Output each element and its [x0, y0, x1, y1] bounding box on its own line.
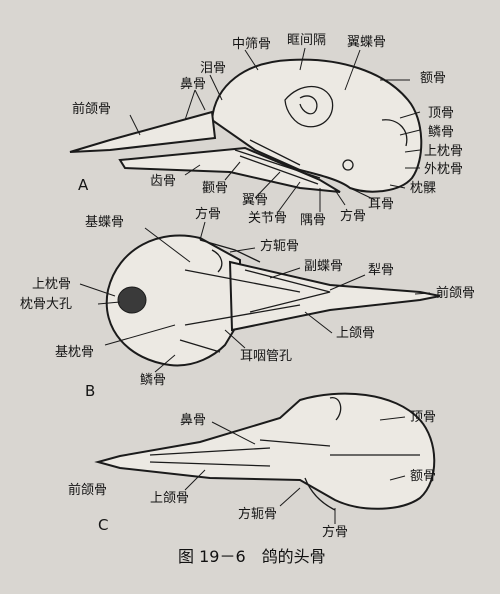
tag-b: B: [85, 382, 95, 400]
label-b-zhengudakong: 枕骨大孔: [20, 297, 72, 312]
label-a-qianhegu: 前颌骨: [72, 101, 111, 117]
label-a-bigu: 鼻骨: [180, 76, 206, 92]
label-c-dinggu: 顶骨: [410, 410, 436, 425]
label-b-qianhegu: 前颌骨: [436, 285, 475, 301]
label-a-gegu: 隅骨: [300, 213, 326, 228]
label-a-yidiegu: 翼蝶骨: [347, 35, 386, 50]
label-a-zhongshai: 中筛骨: [232, 37, 271, 52]
label-a-waizhengu: 外枕骨: [424, 162, 463, 177]
label-c-bigu: 鼻骨: [180, 412, 206, 428]
label-b-eryanguankong: 耳咽管孔: [240, 349, 292, 364]
label-a-kuangjiange: 眶间隔: [287, 33, 326, 48]
label-b-lingu: 鳞骨: [140, 373, 166, 388]
label-b-fanggu: 方骨: [195, 206, 221, 222]
label-c-qianhegu: 前颌骨: [68, 482, 107, 498]
leader-lines: [79, 47, 431, 524]
label-a-zhenke: 枕髁: [410, 181, 436, 196]
label-b-jidiegu: 基蝶骨: [85, 215, 124, 230]
label-a-leigu: 泪骨: [200, 61, 226, 76]
label-b-shanghegu: 上颌骨: [336, 326, 375, 341]
skull-view-b: [105, 234, 441, 367]
label-a-chigu: 齿骨: [150, 174, 176, 189]
skull-view-a: [69, 58, 423, 193]
label-a-erkgu: 耳骨: [368, 197, 394, 212]
label-a-lingu: 鳞骨: [428, 125, 454, 140]
label-c-fangqugu: 方轭骨: [238, 506, 277, 522]
tag-c: C: [98, 516, 108, 534]
label-b-jizhengu: 基枕骨: [55, 345, 94, 360]
label-b-ligu: 犁骨: [368, 263, 394, 278]
label-a-egu: 额骨: [420, 71, 446, 86]
label-c-fanggu: 方骨: [322, 524, 348, 540]
label-a-shangzhengu: 上枕骨: [424, 144, 463, 159]
label-a-yigu: 翼骨: [242, 193, 268, 208]
label-c-shanghegu: 上颌骨: [150, 491, 189, 506]
label-c-egu: 额骨: [410, 469, 436, 484]
skull-view-c: [94, 392, 436, 511]
label-b-fangqugu: 方轭骨: [260, 238, 299, 254]
label-a-guanjiegu: 关节骨: [248, 211, 287, 226]
label-a-dinggu: 顶骨: [428, 106, 454, 121]
figure-caption: 图 19－6 鸽的头骨: [178, 547, 326, 566]
tag-a: A: [78, 176, 89, 194]
label-a-fanggu: 方骨: [340, 208, 366, 224]
label-a-quangu: 颧骨: [202, 181, 228, 196]
label-b-fudiegu: 副蝶骨: [304, 259, 343, 274]
label-b-shangzhengu: 上枕骨: [32, 277, 71, 292]
